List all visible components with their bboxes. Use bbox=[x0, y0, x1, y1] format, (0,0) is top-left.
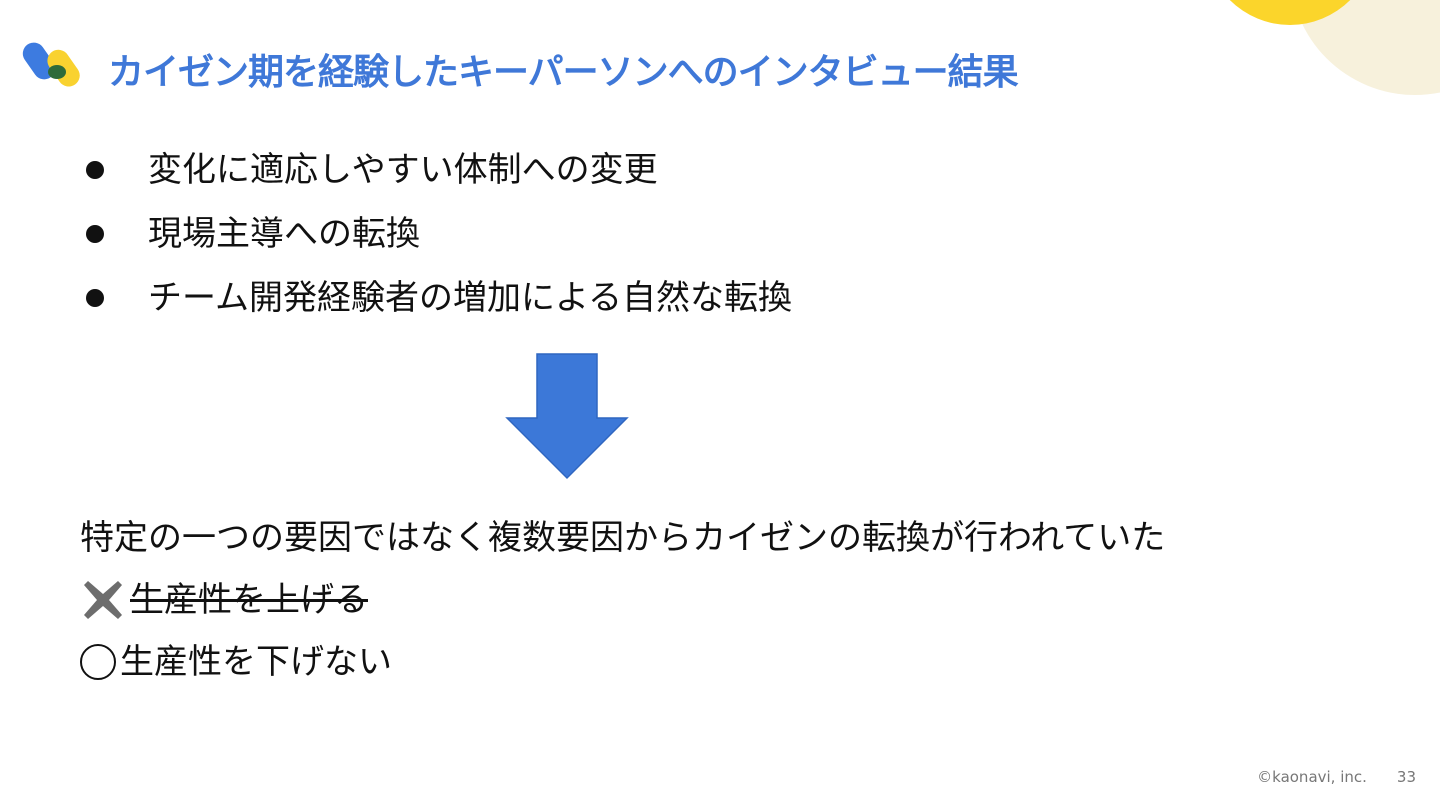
bullet-text: 現場主導への転換 bbox=[148, 214, 420, 254]
bullet-text: 変化に適応しやすい体制への変更 bbox=[148, 150, 658, 190]
bullet-item: 変化に適応しやすい体制への変更 bbox=[86, 138, 792, 202]
right-goal-line: 生産性を下げない bbox=[80, 632, 392, 692]
decoration-circle-yellow bbox=[1229, 0, 1351, 25]
wrong-goal-text: 生産性を上げる bbox=[130, 580, 368, 620]
slide-footer: ©kaonavi, inc. 33 bbox=[1257, 768, 1416, 786]
bullet-dot-icon bbox=[86, 161, 104, 179]
bullet-text: チーム開発経験者の増加による自然な転換 bbox=[148, 278, 792, 318]
circle-mark-icon bbox=[80, 644, 116, 680]
kaonavi-logo-icon bbox=[22, 42, 80, 87]
page-number: 33 bbox=[1396, 768, 1416, 786]
bullet-list: 変化に適応しやすい体制への変更 現場主導への転換 チーム開発経験者の増加による自… bbox=[86, 138, 792, 330]
right-goal-text: 生産性を下げない bbox=[120, 642, 392, 682]
slide-title: カイゼン期を経験したキーパーソンへのインタビュー結果 bbox=[108, 52, 1019, 93]
conclusion-text: 特定の一つの要因ではなく複数要因からカイゼンの転換が行われていた bbox=[80, 518, 1166, 558]
down-arrow-icon bbox=[505, 353, 629, 480]
bullet-dot-icon bbox=[86, 289, 104, 307]
cross-mark-icon bbox=[84, 581, 122, 619]
bullet-item: チーム開発経験者の増加による自然な転換 bbox=[86, 266, 792, 330]
copyright-text: ©kaonavi, inc. bbox=[1257, 768, 1367, 786]
bullet-item: 現場主導への転換 bbox=[86, 202, 792, 266]
wrong-goal-line: 生産性を上げる bbox=[80, 570, 368, 630]
decoration-circle-cream bbox=[1293, 0, 1440, 95]
bullet-dot-icon bbox=[86, 225, 104, 243]
